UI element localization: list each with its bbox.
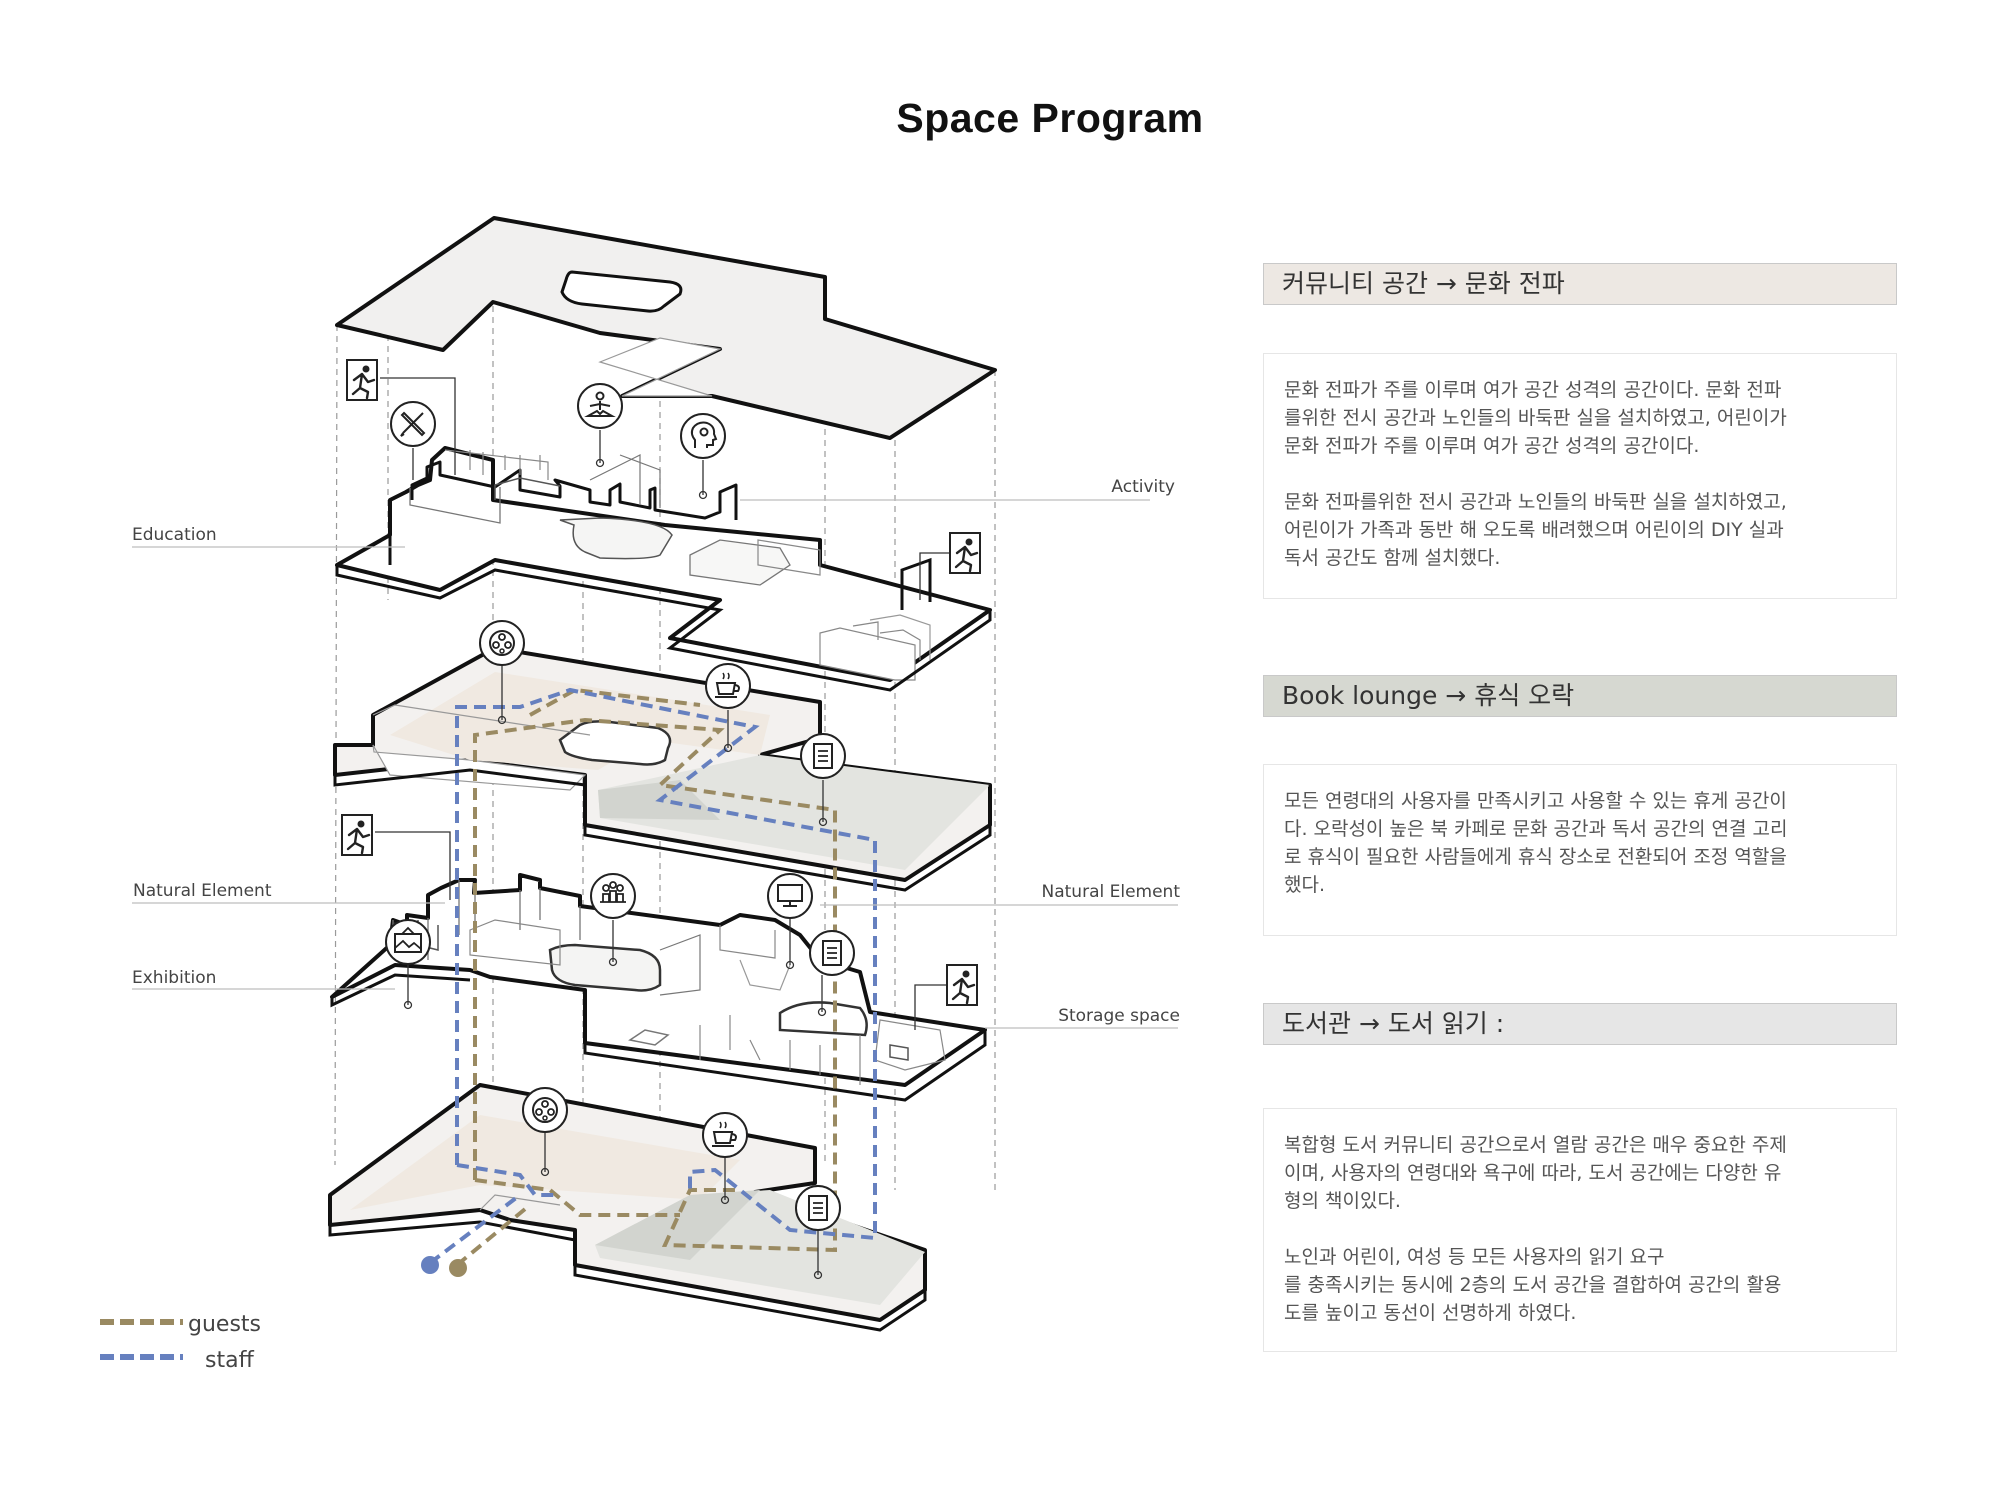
book-icon <box>800 733 846 779</box>
section-heading: Book lounge → 휴식 오락 <box>1263 675 1897 717</box>
label-activity: Activity <box>1111 477 1175 497</box>
picture-frame-icon <box>385 919 431 965</box>
floor-3 <box>335 446 992 692</box>
computer-icon <box>767 873 813 919</box>
axonometric-diagram: Education Activity Natural Element Natur… <box>100 216 1181 1373</box>
emergency-exit-icon <box>340 813 374 857</box>
paragraph: 문화 전파를위한 전시 공간과 노인들의 바둑판 실을 설치하였고, 어린이가 … <box>1284 491 1787 569</box>
head-gear-icon <box>680 413 726 459</box>
page-title: Space Program <box>896 95 1204 141</box>
film-reel-icon <box>522 1087 568 1133</box>
floor-2 <box>333 646 992 892</box>
staff-path <box>428 687 877 1265</box>
section-community: 커뮤니티 공간 → 문화 전파 문화 전파가 주를 이루며 여가 공간 성격의 … <box>1263 263 1897 599</box>
paragraph: 문화 전파가 주를 이루며 여가 공간 성격의 공간이다. 문화 전파 를위한 … <box>1284 379 1787 457</box>
section-library: 도서관 → 도서 읽기 : 복합형 도서 커뮤니티 공간으로서 열람 공간은 매… <box>1263 1003 1897 1352</box>
legend-staff-label: staff <box>205 1348 255 1373</box>
emergency-exit-icon <box>345 358 379 402</box>
paragraph: 모든 연령대의 사용자를 만족시키고 사용할 수 있는 휴게 공간이 다. 오락… <box>1284 790 1788 896</box>
paragraph: 복합형 도서 커뮤니티 공간으로서 열람 공간은 매우 중요한 주제 이며, 사… <box>1284 1134 1787 1212</box>
book-icon <box>809 930 855 976</box>
emergency-exit-icon <box>948 531 982 575</box>
staff-start-dot <box>421 1256 439 1274</box>
section-text-box: 복합형 도서 커뮤니티 공간으로서 열람 공간은 매우 중요한 주제 이며, 사… <box>1263 1108 1897 1352</box>
legend-guests-label: guests <box>188 1312 261 1337</box>
label-natural-element-left: Natural Element <box>133 881 272 901</box>
people-icon <box>590 873 636 919</box>
film-reel-icon <box>479 620 525 666</box>
guests-path <box>455 687 837 1267</box>
emergency-exit-icon <box>945 963 979 1007</box>
coffee-cup-icon <box>705 663 751 709</box>
legend: guests staff <box>100 1312 261 1373</box>
pencil-ruler-icon <box>390 401 436 447</box>
label-education: Education <box>132 525 217 545</box>
coffee-cup-icon <box>702 1112 748 1158</box>
label-natural-element-right: Natural Element <box>1042 882 1181 902</box>
section-book-lounge: Book lounge → 휴식 오락 모든 연령대의 사용자를 만족시키고 사… <box>1263 675 1897 936</box>
roof-slab <box>335 216 997 440</box>
floor-1 <box>330 873 987 1102</box>
label-storage-space: Storage space <box>1058 1006 1180 1026</box>
label-leaders <box>132 499 1178 1029</box>
icon-leaders <box>375 377 950 1280</box>
label-exhibition: Exhibition <box>132 968 216 988</box>
section-text-box: 모든 연령대의 사용자를 만족시키고 사용할 수 있는 휴게 공간이 다. 오락… <box>1263 764 1897 936</box>
book-icon <box>795 1185 841 1231</box>
section-heading: 도서관 → 도서 읽기 : <box>1263 1003 1897 1045</box>
guests-start-dot <box>449 1259 467 1277</box>
paragraph: 노인과 어린이, 여성 등 모든 사용자의 읽기 요구 를 충족시키는 동시에 … <box>1284 1246 1782 1324</box>
yoga-icon <box>577 383 623 429</box>
section-text-box: 문화 전파가 주를 이루며 여가 공간 성격의 공간이다. 문화 전파 를위한 … <box>1263 353 1897 599</box>
section-heading: 커뮤니티 공간 → 문화 전파 <box>1263 263 1897 305</box>
